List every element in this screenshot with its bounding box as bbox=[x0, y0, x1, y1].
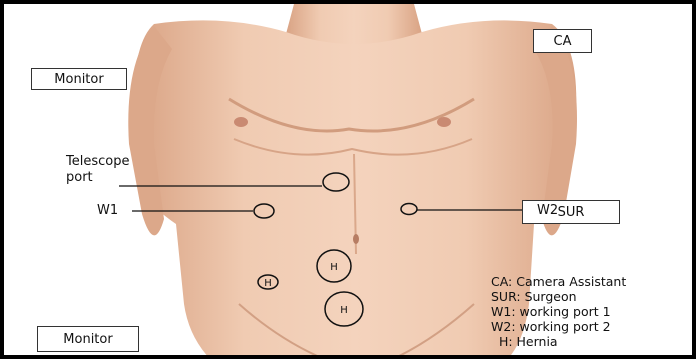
w2-label: W2 bbox=[537, 203, 558, 219]
legend-item-w2: W2: working port 2 bbox=[491, 319, 626, 334]
camera-assistant-label: CA bbox=[533, 29, 592, 53]
legend-item-hernia: H: Hernia bbox=[491, 334, 626, 349]
w1-label: W1 bbox=[97, 203, 118, 219]
hernia-left-letter: H bbox=[264, 278, 272, 289]
telescope-port-label: Telescope port bbox=[66, 154, 129, 186]
hernia-lower-letter: H bbox=[340, 305, 348, 316]
monitor-top-label: Monitor bbox=[31, 68, 127, 90]
hernia-upper-letter: H bbox=[330, 262, 338, 273]
monitor-bottom-label: Monitor bbox=[37, 326, 139, 352]
legend-item-w1: W1: working port 1 bbox=[491, 304, 626, 319]
legend: CA: Camera Assistant SUR: Surgeon W1: wo… bbox=[491, 274, 626, 349]
legend-item-sur: SUR: Surgeon bbox=[491, 289, 626, 304]
legend-item-ca: CA: Camera Assistant bbox=[491, 274, 626, 289]
